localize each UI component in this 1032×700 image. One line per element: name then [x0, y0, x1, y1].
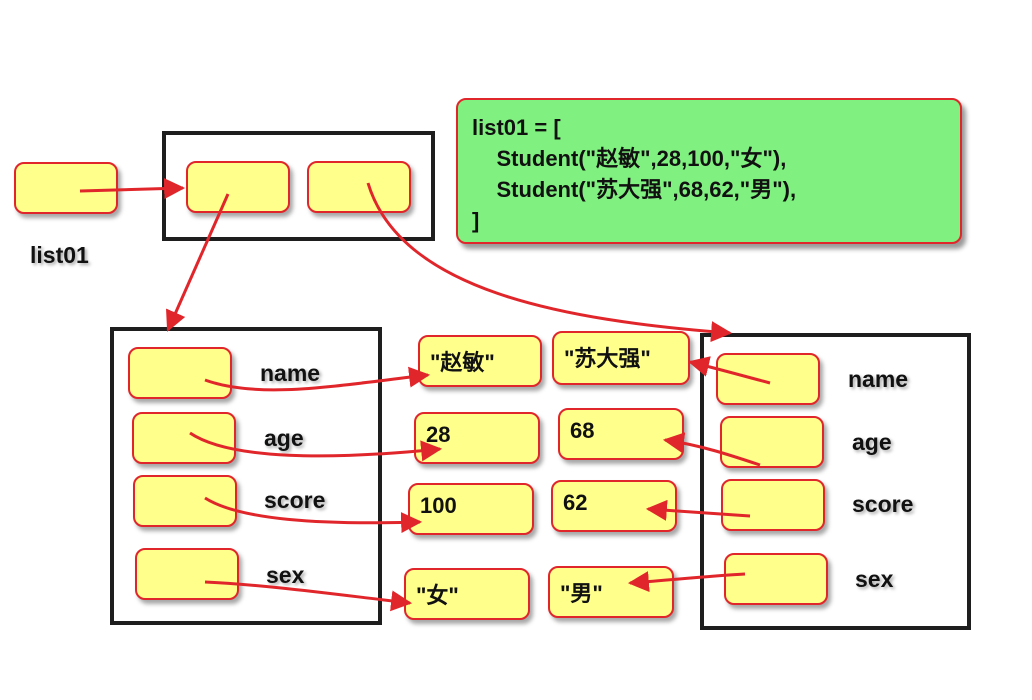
student2-field-age: age	[852, 429, 892, 455]
arrow-s1-score	[204, 496, 423, 534]
student1-field-sex: sex	[266, 562, 305, 588]
list01-variable-label: list01	[30, 242, 89, 268]
student1-score-slot	[133, 475, 237, 527]
student1-sex-slot	[135, 548, 239, 600]
arrow-s2-sex	[627, 571, 746, 593]
arrow-slot1-to-student2	[366, 182, 733, 343]
arrow-s1-sex	[204, 580, 413, 612]
student2-field-name: name	[848, 366, 909, 392]
student1-field-score: score	[264, 487, 326, 513]
value-sex-1: "女"	[404, 568, 530, 620]
code-line: ]	[472, 208, 480, 233]
student2-age-slot	[720, 416, 824, 468]
arrow-s1-age	[189, 431, 443, 462]
value-sex-2: "男"	[548, 566, 674, 618]
student1-object	[110, 327, 382, 625]
arrow-s2-score	[645, 499, 751, 521]
value-name-1: "赵敏"	[418, 335, 542, 387]
student2-object	[700, 333, 971, 630]
student1-field-age: age	[264, 425, 304, 451]
student1-age-slot	[132, 412, 236, 464]
arrow-s2-age	[662, 432, 761, 467]
code-line: Student("赵敏",28,100,"女"),	[472, 146, 787, 171]
arrow-list01-to-list	[79, 178, 186, 200]
student1-field-name: name	[260, 360, 321, 386]
value-score-1: 100	[408, 483, 534, 535]
student1-name-slot	[128, 347, 232, 399]
code-line: list01 = [	[472, 115, 561, 140]
student2-field-score: score	[852, 491, 914, 517]
code-line: Student("苏大强",68,62,"男"),	[472, 177, 797, 202]
student2-score-slot	[721, 479, 825, 531]
value-name-2: "苏大强"	[552, 331, 690, 385]
student2-name-slot	[716, 353, 820, 405]
list-slot-0	[186, 161, 290, 213]
student2-field-sex: sex	[855, 566, 894, 592]
list01-variable-cell	[14, 162, 118, 214]
student2-sex-slot	[724, 553, 828, 605]
arrow-slot0-to-student1	[166, 193, 230, 332]
list-slot-1	[307, 161, 411, 213]
arrow-s2-name	[687, 356, 771, 385]
code-snippet-box: list01 = [ Student("赵敏",28,100,"女"), Stu…	[456, 98, 962, 244]
arrow-s1-name	[204, 366, 431, 392]
